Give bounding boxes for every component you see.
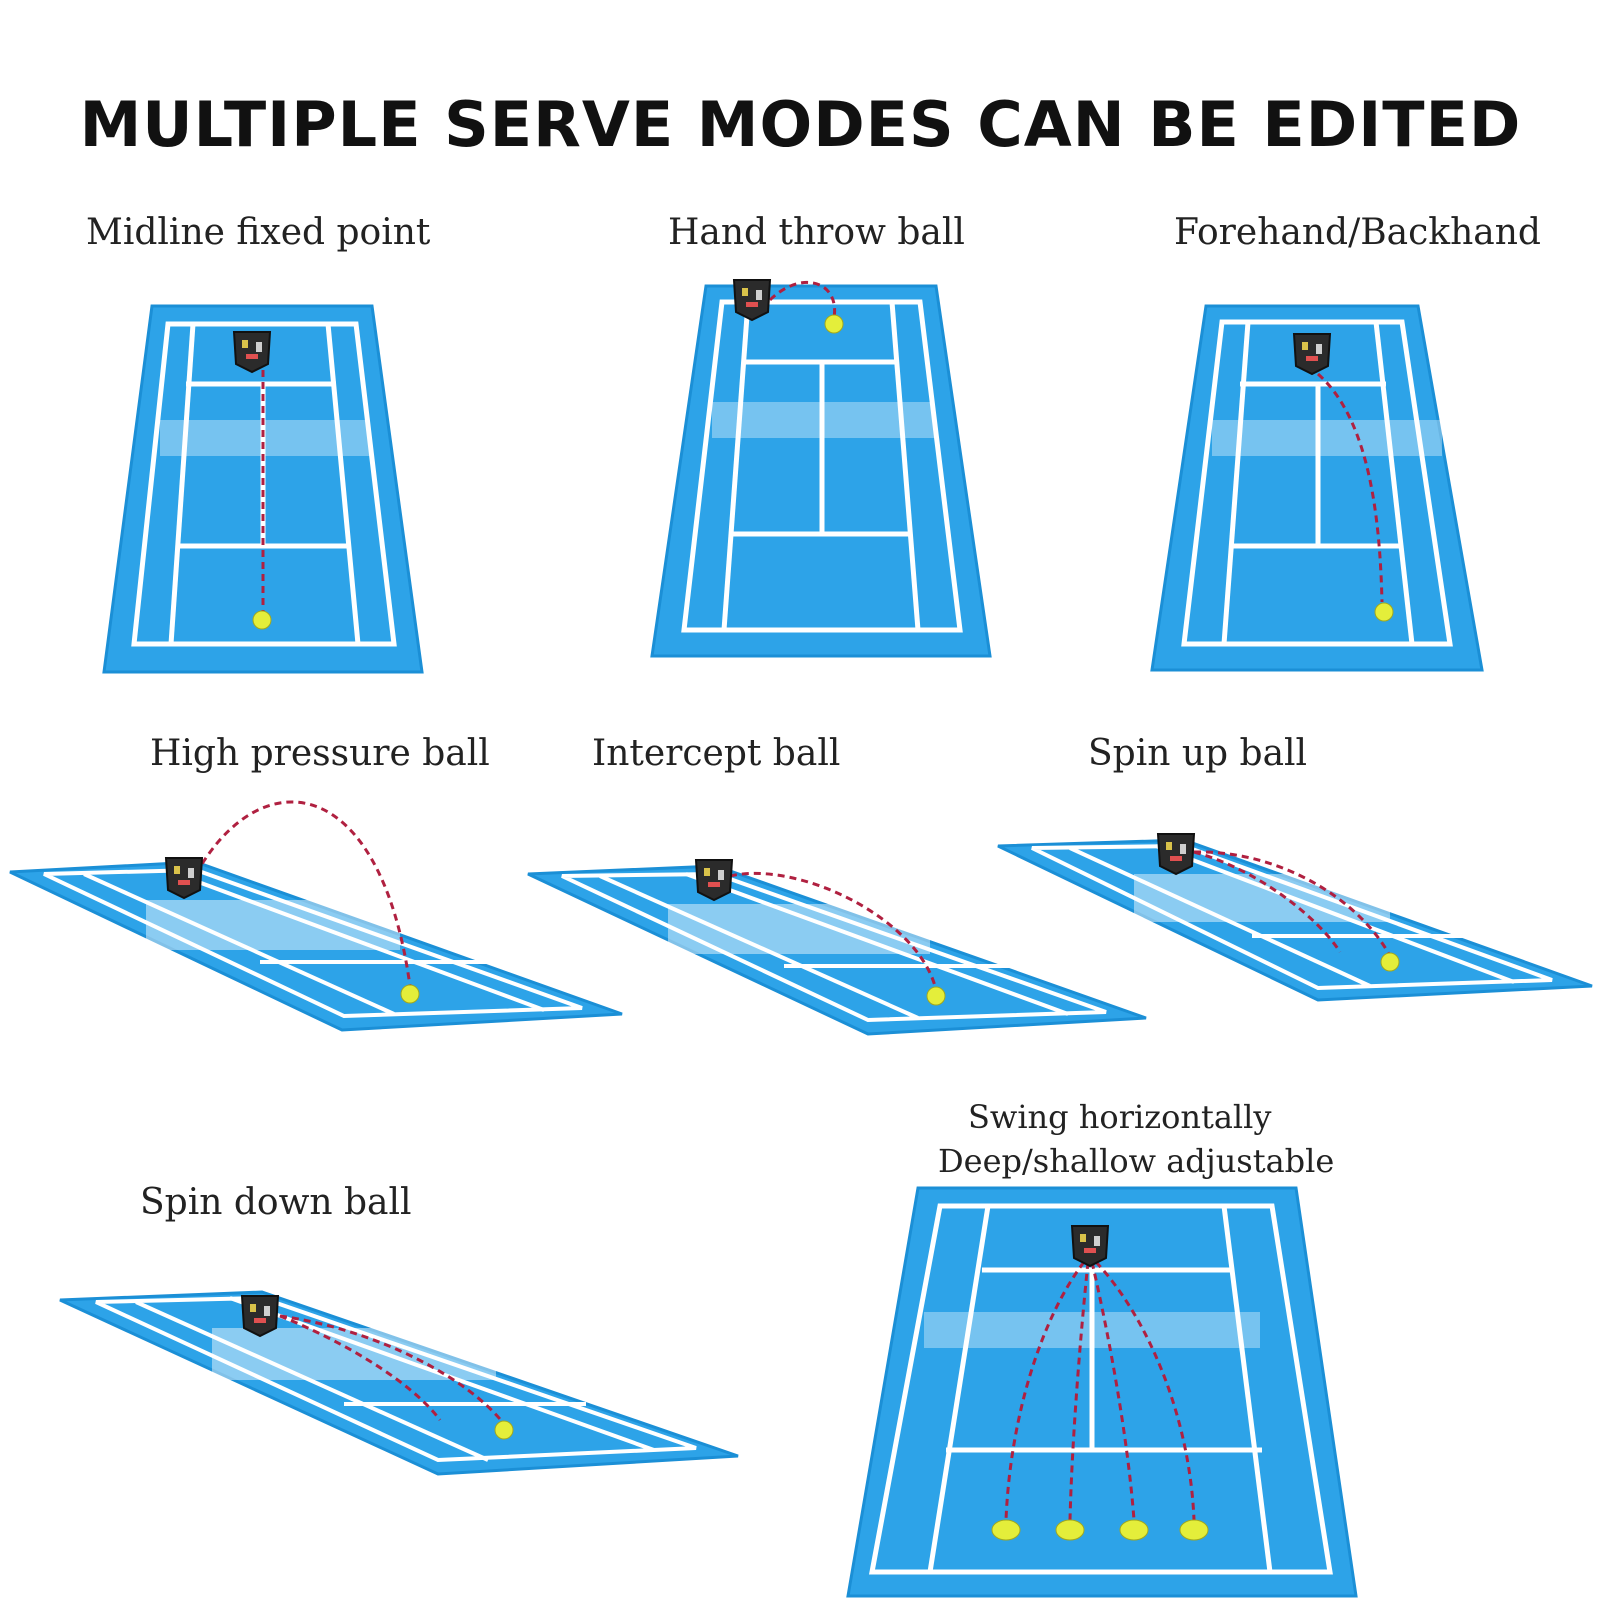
tennis-ball-icon — [1179, 1519, 1209, 1541]
mode-label-swing: Swing horizontally — [968, 1098, 1272, 1136]
ball-machine-icon — [1157, 833, 1195, 875]
serve-path — [1094, 1260, 1196, 1521]
mode-label-midline: Midline fixed point — [86, 212, 431, 253]
ball-machine-icon — [695, 859, 733, 901]
serve-path — [279, 1314, 442, 1421]
tennis-ball-icon — [824, 314, 844, 334]
tennis-ball-icon — [400, 984, 420, 1004]
mode-label-spin-down: Spin down ball — [140, 1182, 412, 1223]
mode-label-deep-shallow: Deep/shallow adjustable — [938, 1142, 1335, 1180]
serve-path — [1317, 372, 1384, 603]
serve-path — [729, 871, 938, 991]
mode-label-forehand-backhand: Forehand/Backhand — [1174, 212, 1541, 253]
serve-path — [1004, 1261, 1086, 1521]
serve-path — [1068, 1261, 1090, 1521]
ball-machine-icon — [233, 331, 271, 373]
serve-path — [768, 280, 837, 319]
tennis-ball-icon — [494, 1420, 514, 1440]
mode-label-hand-throw: Hand throw ball — [668, 212, 965, 253]
tennis-ball-icon — [991, 1519, 1021, 1541]
serve-path — [1193, 850, 1392, 957]
ball-machine-icon — [1293, 333, 1331, 375]
tennis-ball-icon — [1055, 1519, 1085, 1541]
page-title: MULTIPLE SERVE MODES CAN BE EDITED — [79, 88, 1522, 161]
court-intercept-ball — [527, 859, 1147, 1036]
court-spin-down-ball — [59, 1290, 739, 1476]
tennis-ball-icon — [926, 986, 946, 1006]
serve-path — [1193, 850, 1342, 953]
tennis-ball-icon — [1374, 602, 1394, 622]
serve-path — [194, 800, 412, 987]
ball-machine-icon — [1071, 1225, 1109, 1267]
tennis-ball-icon — [252, 610, 272, 630]
serve-path — [1090, 1261, 1136, 1521]
mode-label-spin-up: Spin up ball — [1088, 733, 1308, 774]
tennis-ball-icon — [1119, 1519, 1149, 1541]
serve-path — [279, 1314, 506, 1425]
court-spin-up-ball — [997, 833, 1593, 1002]
tennis-ball-icon — [1380, 952, 1400, 972]
mode-label-high-pressure: High pressure ball — [150, 733, 490, 774]
court-hand-throw-ball — [650, 279, 992, 658]
court-forehand-backhand — [1150, 304, 1484, 672]
mode-label-intercept: Intercept ball — [592, 733, 841, 774]
court-swing-horizontally — [846, 1186, 1358, 1598]
ball-machine-icon — [241, 1295, 279, 1337]
court-midline-fixed-point — [102, 304, 424, 674]
ball-machine-icon — [165, 857, 203, 899]
ball-machine-icon — [733, 279, 771, 321]
court-high-pressure-ball — [9, 800, 623, 1032]
